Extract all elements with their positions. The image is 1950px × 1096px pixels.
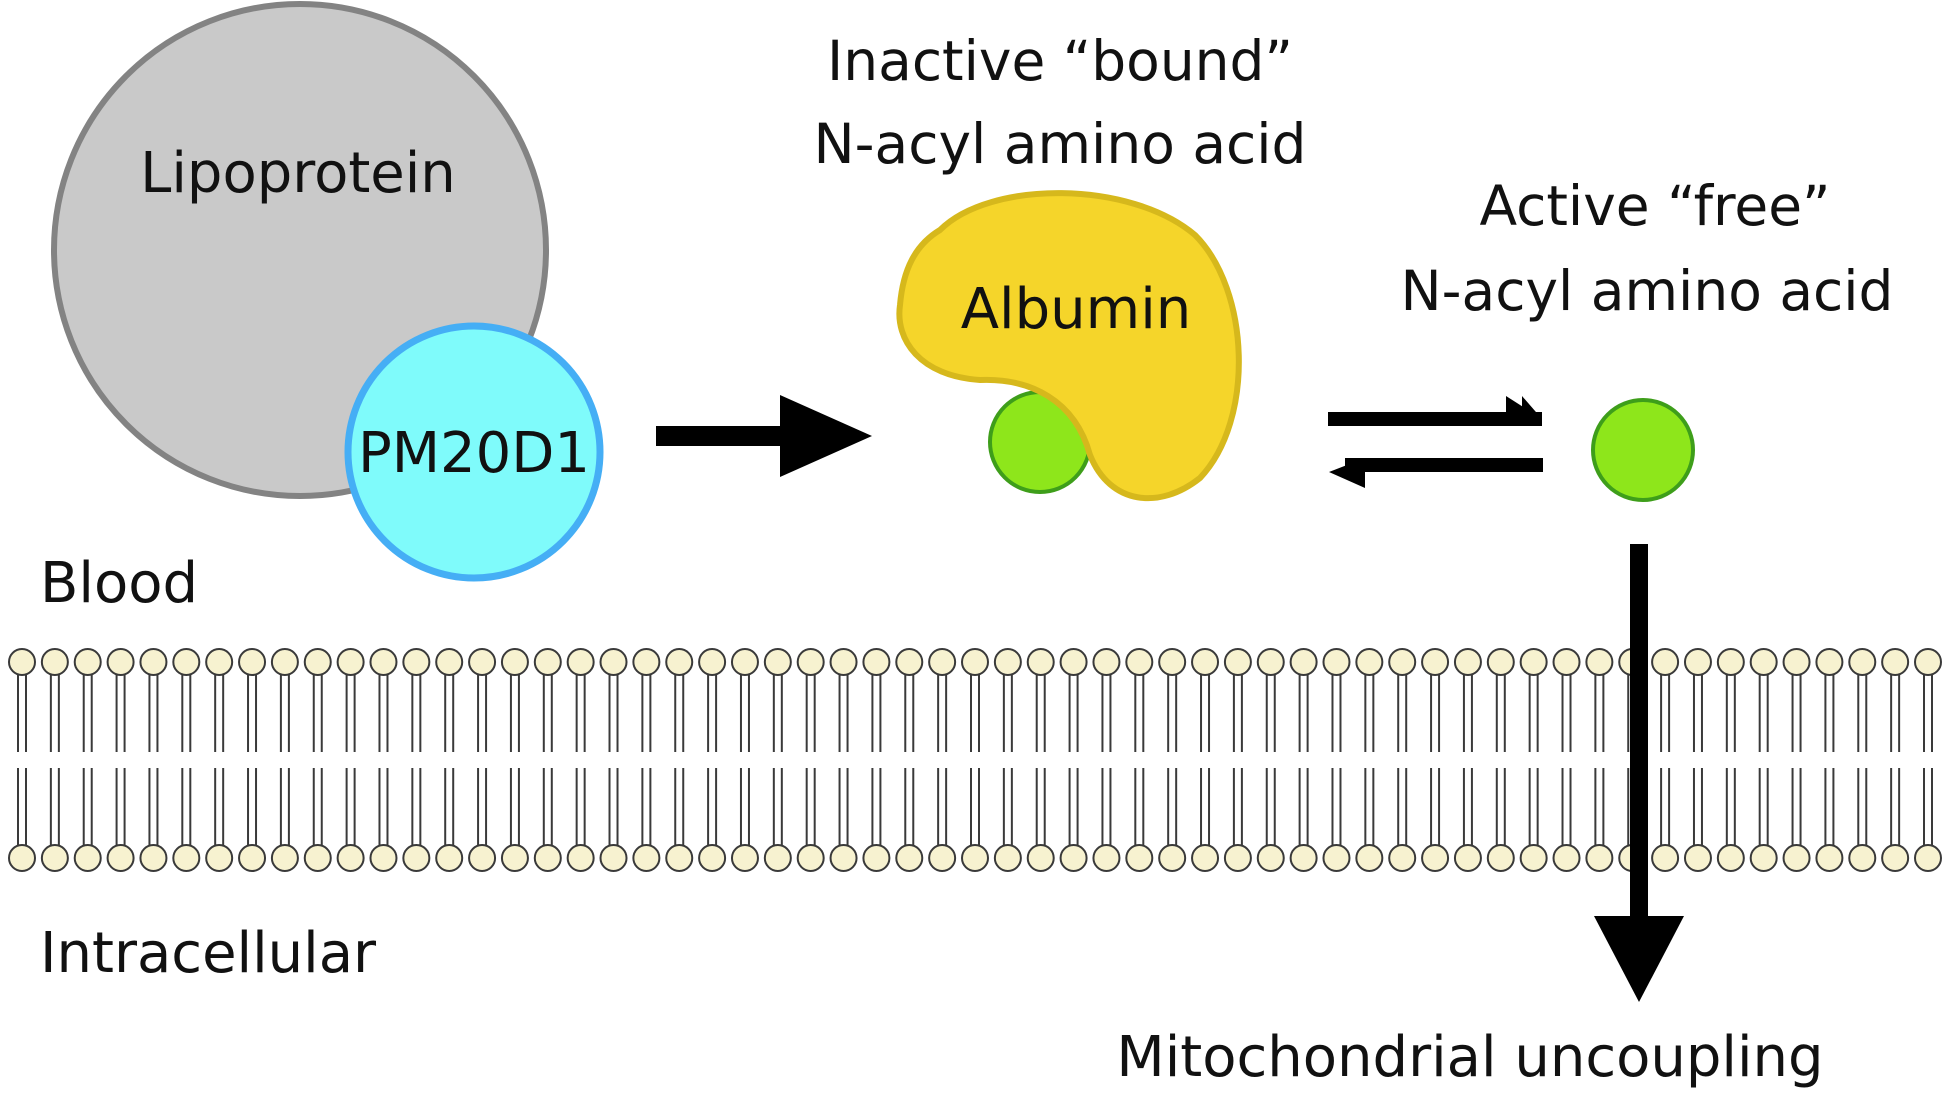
lipid-molecule [1026, 648, 1055, 872]
lipid-molecule [1552, 648, 1581, 872]
blood-label: Blood [40, 551, 198, 616]
lipid-molecule [73, 648, 102, 872]
lipid-molecule [763, 648, 792, 872]
lipid-molecule [1322, 648, 1351, 872]
lipid-molecule [303, 648, 332, 872]
lipid-molecule [730, 648, 759, 872]
lipid-molecule [435, 648, 464, 872]
arrow-to-albumin [656, 395, 872, 477]
equilibrium-arrows [1328, 396, 1543, 488]
lipid-molecule [698, 648, 727, 872]
lipid-molecule [468, 648, 497, 872]
lipid-molecule [238, 648, 267, 872]
mitochondrial-uncoupling-label: Mitochondrial uncoupling [1116, 1025, 1823, 1090]
lipid-molecule [862, 648, 891, 872]
lipid-molecule [1289, 648, 1318, 872]
lipid-molecule [1355, 648, 1384, 872]
lipid-molecule [40, 648, 69, 872]
inactive-label-line1: Inactive “bound” [827, 29, 1293, 93]
lipid-molecule [500, 648, 529, 872]
lipid-molecule [1486, 648, 1515, 872]
lipid-molecule [928, 648, 957, 872]
lipid-molecule [369, 648, 398, 872]
lipid-molecule [1848, 648, 1877, 872]
lipid-molecule [1782, 648, 1811, 872]
lipid-molecule [402, 648, 431, 872]
lipid-molecule [1519, 648, 1548, 872]
lipoprotein-label: Lipoprotein [140, 141, 456, 206]
lipid-molecule [961, 648, 989, 872]
lipid-molecule [829, 648, 858, 872]
lipid-molecule [1914, 648, 1942, 872]
albumin-shape [896, 190, 1242, 502]
lipid-molecule [1388, 648, 1417, 872]
lipid-molecule [1716, 648, 1745, 872]
lipid-molecule [1158, 648, 1187, 872]
lipid-molecule [665, 648, 694, 872]
lipid-molecule [993, 648, 1022, 872]
lipid-molecule [172, 648, 201, 872]
lipid-molecule [1191, 648, 1220, 872]
active-label-line1: Active “free” [1479, 174, 1830, 238]
lipid-molecule [1585, 648, 1614, 872]
active-label-line2: N-acyl amino acid [1401, 259, 1894, 323]
lipid-molecule [1092, 648, 1121, 872]
lipid-molecule [632, 648, 661, 872]
lipid-molecule [566, 648, 595, 872]
lipid-molecule [533, 648, 562, 872]
lipid-molecule [139, 648, 168, 872]
pm20d1-circle [344, 322, 604, 582]
albumin-label: Albumin [961, 277, 1192, 342]
lipid-molecule [1421, 648, 1450, 872]
lipid-molecule [106, 648, 135, 872]
lipid-molecule [1749, 648, 1778, 872]
lipid-molecule [1256, 648, 1285, 872]
lipid-molecule [8, 648, 36, 872]
lipid-bilayer-membrane [8, 648, 1942, 872]
lipid-molecule [895, 648, 924, 872]
lipid-molecule [1651, 648, 1680, 872]
lipid-molecule [599, 648, 628, 872]
lipid-molecule [270, 648, 299, 872]
lipid-molecule [1453, 648, 1482, 872]
lipid-molecule [796, 648, 825, 872]
lipid-molecule [205, 648, 234, 872]
intracellular-label: Intracellular [40, 921, 377, 986]
free-ligand-circle [1591, 398, 1695, 502]
lipid-molecule [1815, 648, 1844, 872]
lipid-molecule [336, 648, 365, 872]
lipid-molecule [1125, 648, 1154, 872]
lipid-molecule [1881, 648, 1910, 872]
lipid-molecule [1223, 648, 1252, 872]
lipid-molecule [1683, 648, 1712, 872]
pm20d1-label: PM20D1 [358, 421, 590, 486]
lipid-molecule [1059, 648, 1088, 872]
inactive-label-line2: N-acyl amino acid [814, 112, 1307, 176]
arrow-to-mitochondria [1594, 544, 1684, 1002]
